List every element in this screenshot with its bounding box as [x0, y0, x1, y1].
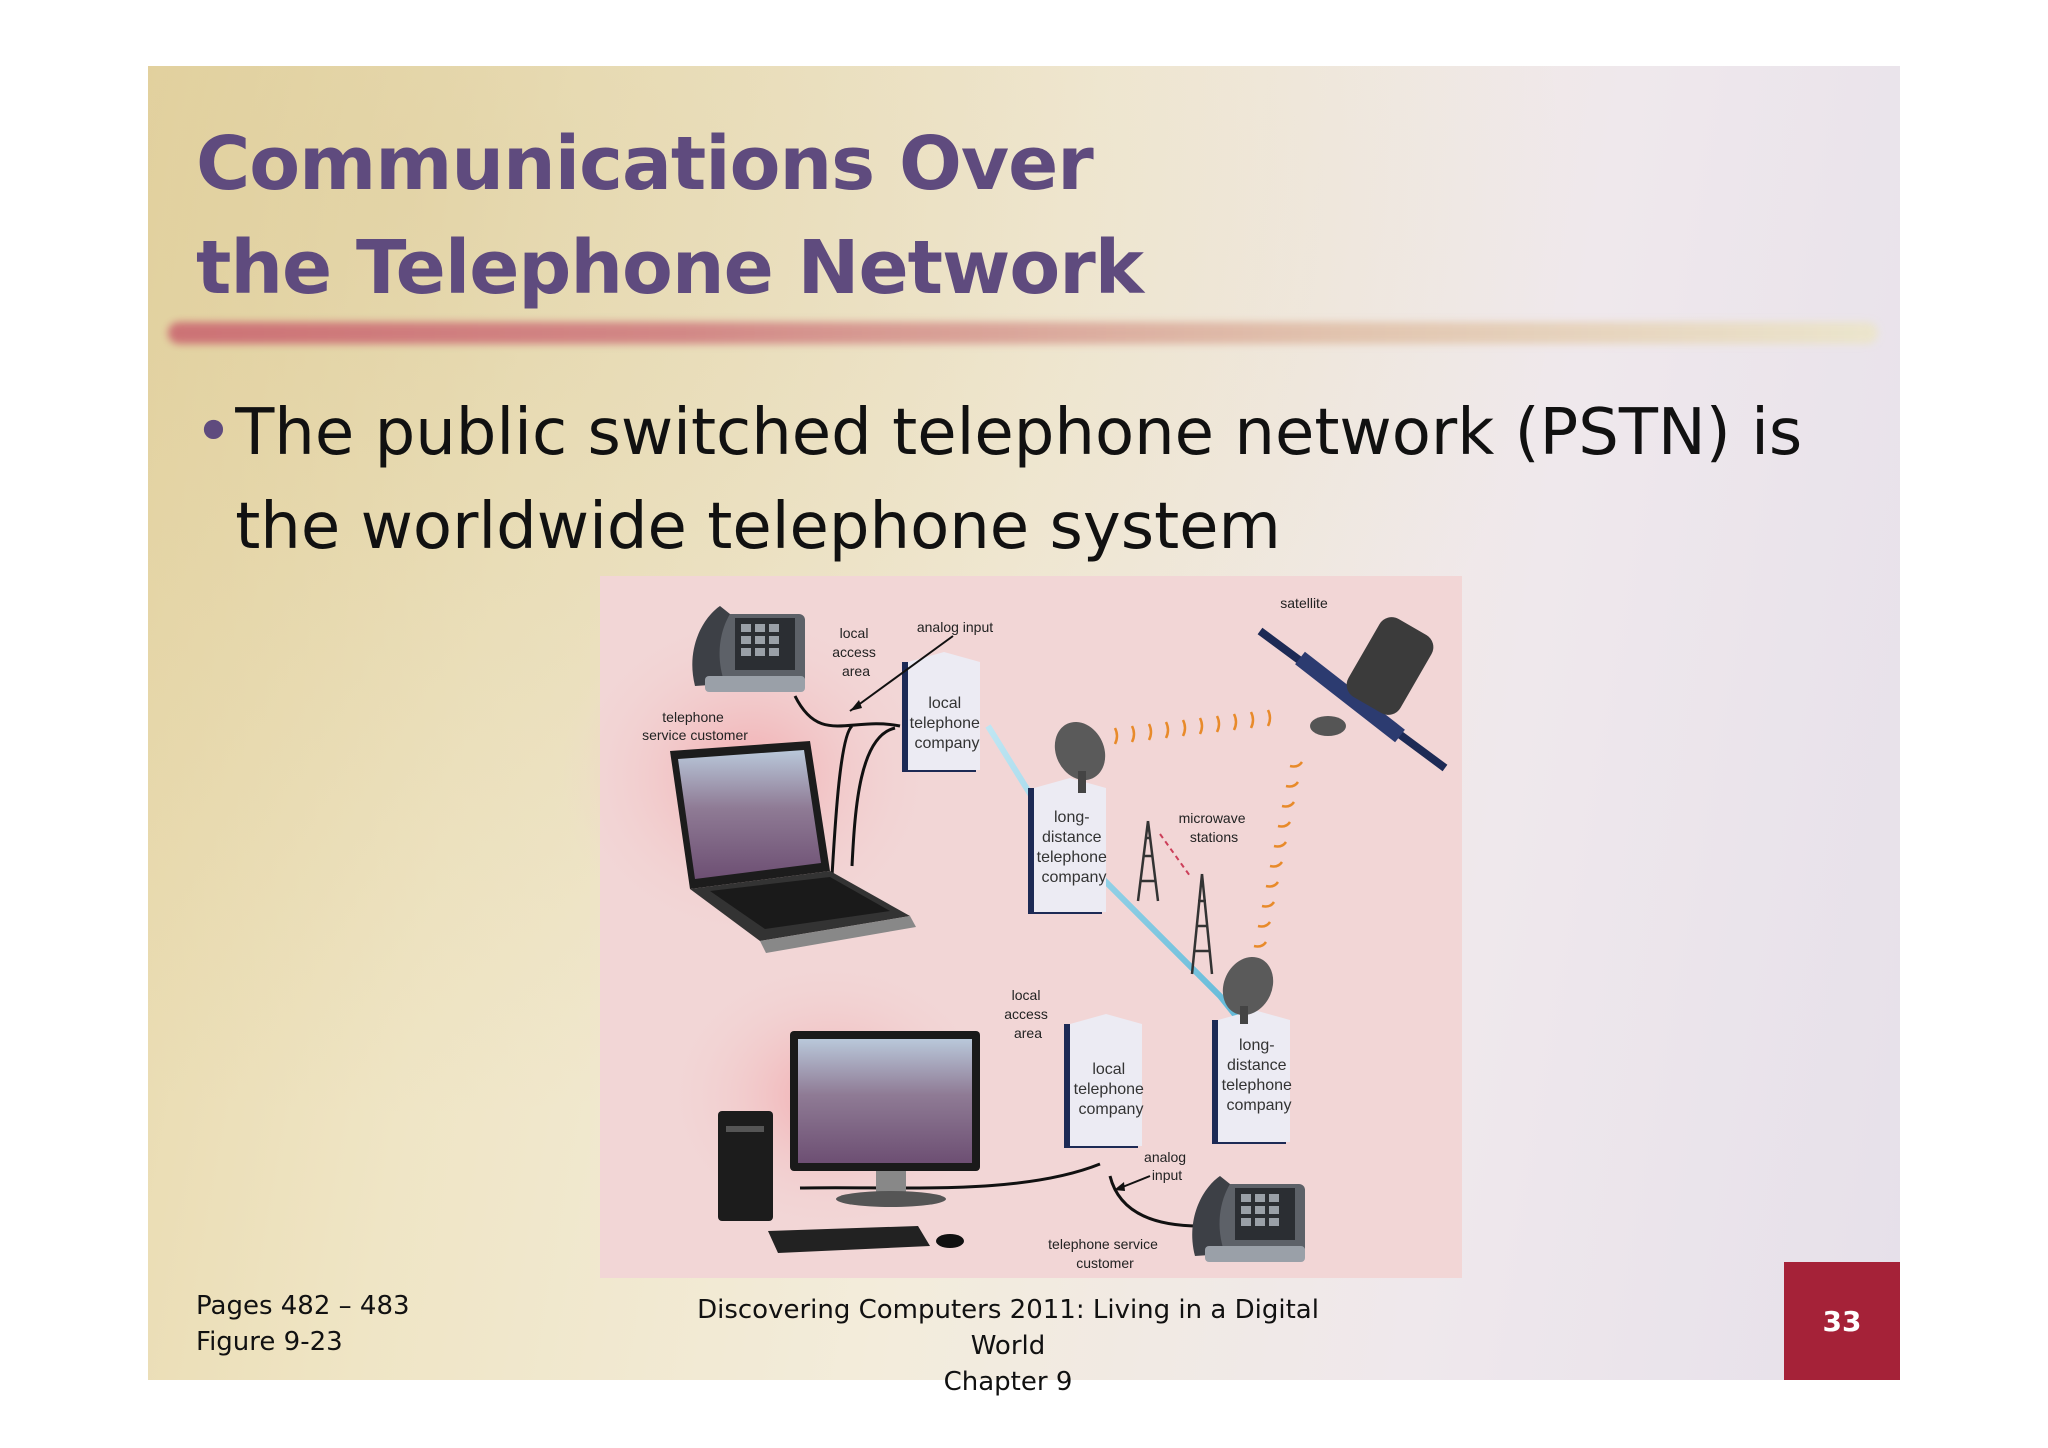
title-divider — [168, 322, 1878, 344]
label-telephone-service-customer-bottom: telephone service customer — [1048, 1236, 1162, 1271]
label-local-telephone-company-top: local telephone company — [910, 695, 985, 752]
page-number-badge: 33 — [1784, 1262, 1900, 1380]
label-satellite: satellite — [1280, 595, 1328, 611]
signal-waves — [1113, 709, 1304, 948]
label-long-distance-top: long- distance telephone company — [1037, 809, 1112, 886]
slide-title: Communications Over the Telephone Networ… — [196, 112, 1144, 320]
label-analog-input-top: analog input — [917, 619, 993, 635]
title-line-1: Communications Over — [196, 121, 1094, 207]
building-icon — [1212, 1010, 1290, 1144]
label-local-access-area-top: local access area — [832, 625, 879, 679]
page-number: 33 — [1822, 1304, 1862, 1338]
label-analog-input-bottom: analog input — [1144, 1149, 1190, 1183]
telephone-icon — [1192, 1176, 1305, 1262]
footer-reference: Pages 482 – 483 Figure 9-23 — [196, 1288, 410, 1360]
bullet-icon: • — [194, 393, 233, 470]
label-telephone-service-customer-top: telephone service customer — [642, 709, 748, 743]
laptop-icon — [670, 741, 916, 953]
phone-line-top — [793, 695, 901, 728]
satellite-dish-icon — [1054, 721, 1106, 793]
bullet-item: • The public switched telephone network … — [194, 386, 1854, 574]
building-icon — [1064, 1014, 1142, 1148]
slide: Communications Over the Telephone Networ… — [148, 66, 1900, 1397]
pstn-figure: satellite local access area analog input… — [560, 576, 1462, 1278]
title-line-2: the Telephone Network — [196, 225, 1144, 311]
desktop-computer-icon — [718, 1031, 980, 1253]
footer-book: Discovering Computers 2011: Living in a … — [678, 1292, 1338, 1400]
building-icon — [1028, 778, 1106, 914]
telephone-icon — [692, 606, 805, 692]
label-microwave-stations: microwave stations — [1179, 810, 1250, 845]
label-local-telephone-company-bottom: local telephone company — [1074, 1061, 1149, 1118]
building-icon — [902, 652, 980, 772]
microwave-tower-icon — [1136, 820, 1214, 975]
pstn-diagram: satellite local access area analog input… — [560, 595, 1448, 1271]
bullet-text: The public switched telephone network (P… — [235, 396, 1803, 564]
footer-book-title: Discovering Computers 2011: Living in a … — [697, 1295, 1319, 1361]
satellite-icon — [1257, 617, 1448, 772]
satellite-dish-icon — [1222, 956, 1274, 1024]
footer-figure: Figure 9-23 — [196, 1327, 343, 1357]
footer-pages: Pages 482 – 483 — [196, 1291, 410, 1321]
label-local-access-area-bottom: local access area — [1004, 987, 1051, 1041]
label-long-distance-bottom: long- distance telephone company — [1222, 1037, 1297, 1114]
footer-chapter: Chapter 9 — [943, 1367, 1073, 1397]
